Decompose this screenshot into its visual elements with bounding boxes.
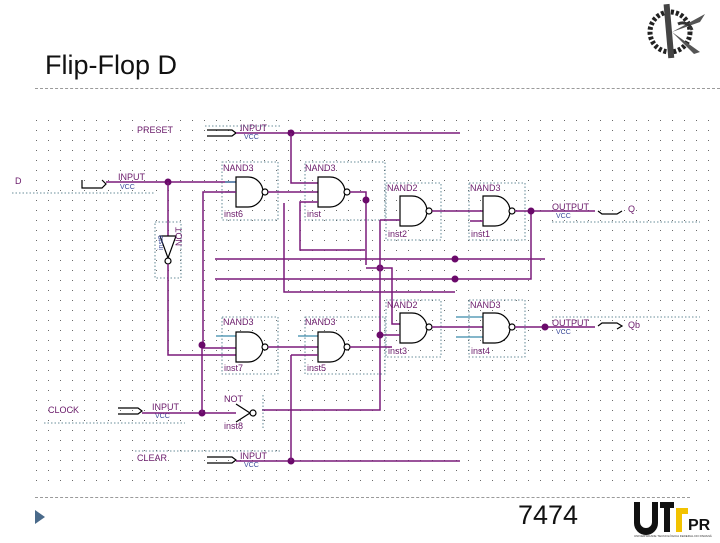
input-pin-d[interactable] [81, 179, 107, 189]
qb-label: Qb [628, 320, 640, 330]
nand-gate-inst2: NAND2 inst2 [385, 182, 442, 241]
svg-text:inst9: inst9 [158, 235, 165, 250]
svg-text:NAND2: NAND2 [387, 183, 418, 193]
input-pin-clock[interactable] [118, 407, 143, 415]
svg-text:NOT: NOT [174, 227, 184, 247]
not-gate [159, 235, 177, 260]
department-logo [647, 3, 705, 59]
preset-label: PRESET [137, 125, 174, 135]
svg-text:inst8: inst8 [224, 421, 243, 431]
svg-text:VCC: VCC [556, 329, 571, 336]
input-pin-clear[interactable] [207, 456, 237, 464]
svg-text:inst2: inst2 [388, 229, 407, 239]
clear-label: CLEAR [137, 453, 168, 463]
chip-number: 7474 [518, 500, 579, 530]
footer-divider [35, 497, 690, 498]
pin-vcc: VCC [120, 184, 135, 191]
svg-text:VCC: VCC [155, 413, 170, 420]
svg-text:NAND3: NAND3 [305, 317, 336, 327]
svg-text:NAND3: NAND3 [223, 163, 254, 173]
not-gate-inst8: NOT inst8 [224, 394, 264, 431]
pin-type: OUTPUT [552, 202, 590, 212]
svg-text:inst5: inst5 [307, 363, 326, 373]
svg-text:NAND3: NAND3 [470, 300, 501, 310]
title-divider [35, 88, 720, 89]
svg-text:VCC: VCC [244, 462, 259, 469]
pin-type: INPUT [152, 402, 180, 412]
pin-vcc: VCC [244, 134, 259, 141]
bullet-triangle-icon [35, 510, 45, 524]
svg-text:PR: PR [688, 517, 711, 534]
nand-gate-inst5: NAND3 inst5 [298, 316, 386, 375]
pin-type: INPUT [240, 451, 268, 461]
output-pin-qb[interactable] [597, 322, 624, 330]
pin-type: OUTPUT [552, 318, 590, 328]
svg-text:inst7: inst7 [224, 363, 243, 373]
output-pin-q[interactable] [597, 210, 623, 215]
clock-label: CLOCK [48, 405, 79, 415]
nand-gate-inst7: NAND3 inst7 [216, 316, 279, 375]
svg-text:inst1: inst1 [471, 229, 490, 239]
nand-gate-inst3: NAND2 inst3 [385, 299, 442, 358]
svg-text:NAND3: NAND3 [305, 163, 336, 173]
svg-text:inst6: inst6 [224, 209, 243, 219]
grid-dots [36, 112, 716, 484]
svg-text:inst3: inst3 [388, 346, 407, 356]
q-label: Q [628, 204, 635, 214]
svg-text:NAND3: NAND3 [470, 183, 501, 193]
d-label: D [15, 176, 22, 186]
svg-text:inst: inst [307, 209, 322, 219]
svg-text:NOT: NOT [224, 394, 244, 404]
svg-text:inst4: inst4 [471, 346, 490, 356]
svg-text:VCC: VCC [556, 213, 571, 220]
pin-type: INPUT [240, 123, 268, 133]
nand-gate-inst6: NAND3 inst6 [221, 161, 279, 221]
utfpr-logo: PR UNIVERSIDADE TECNOLÓGICA FEDERAL DO P… [632, 500, 718, 538]
pin-type: INPUT [118, 172, 146, 182]
slide-title: Flip-Flop D [45, 50, 178, 80]
svg-text:NAND2: NAND2 [387, 300, 418, 310]
svg-text:UNIVERSIDADE TECNOLÓGICA FEDER: UNIVERSIDADE TECNOLÓGICA FEDERAL DO PARA… [634, 533, 712, 538]
nand-gate-inst4: NAND3 inst4 [456, 299, 526, 358]
svg-text:NAND3: NAND3 [223, 317, 254, 327]
